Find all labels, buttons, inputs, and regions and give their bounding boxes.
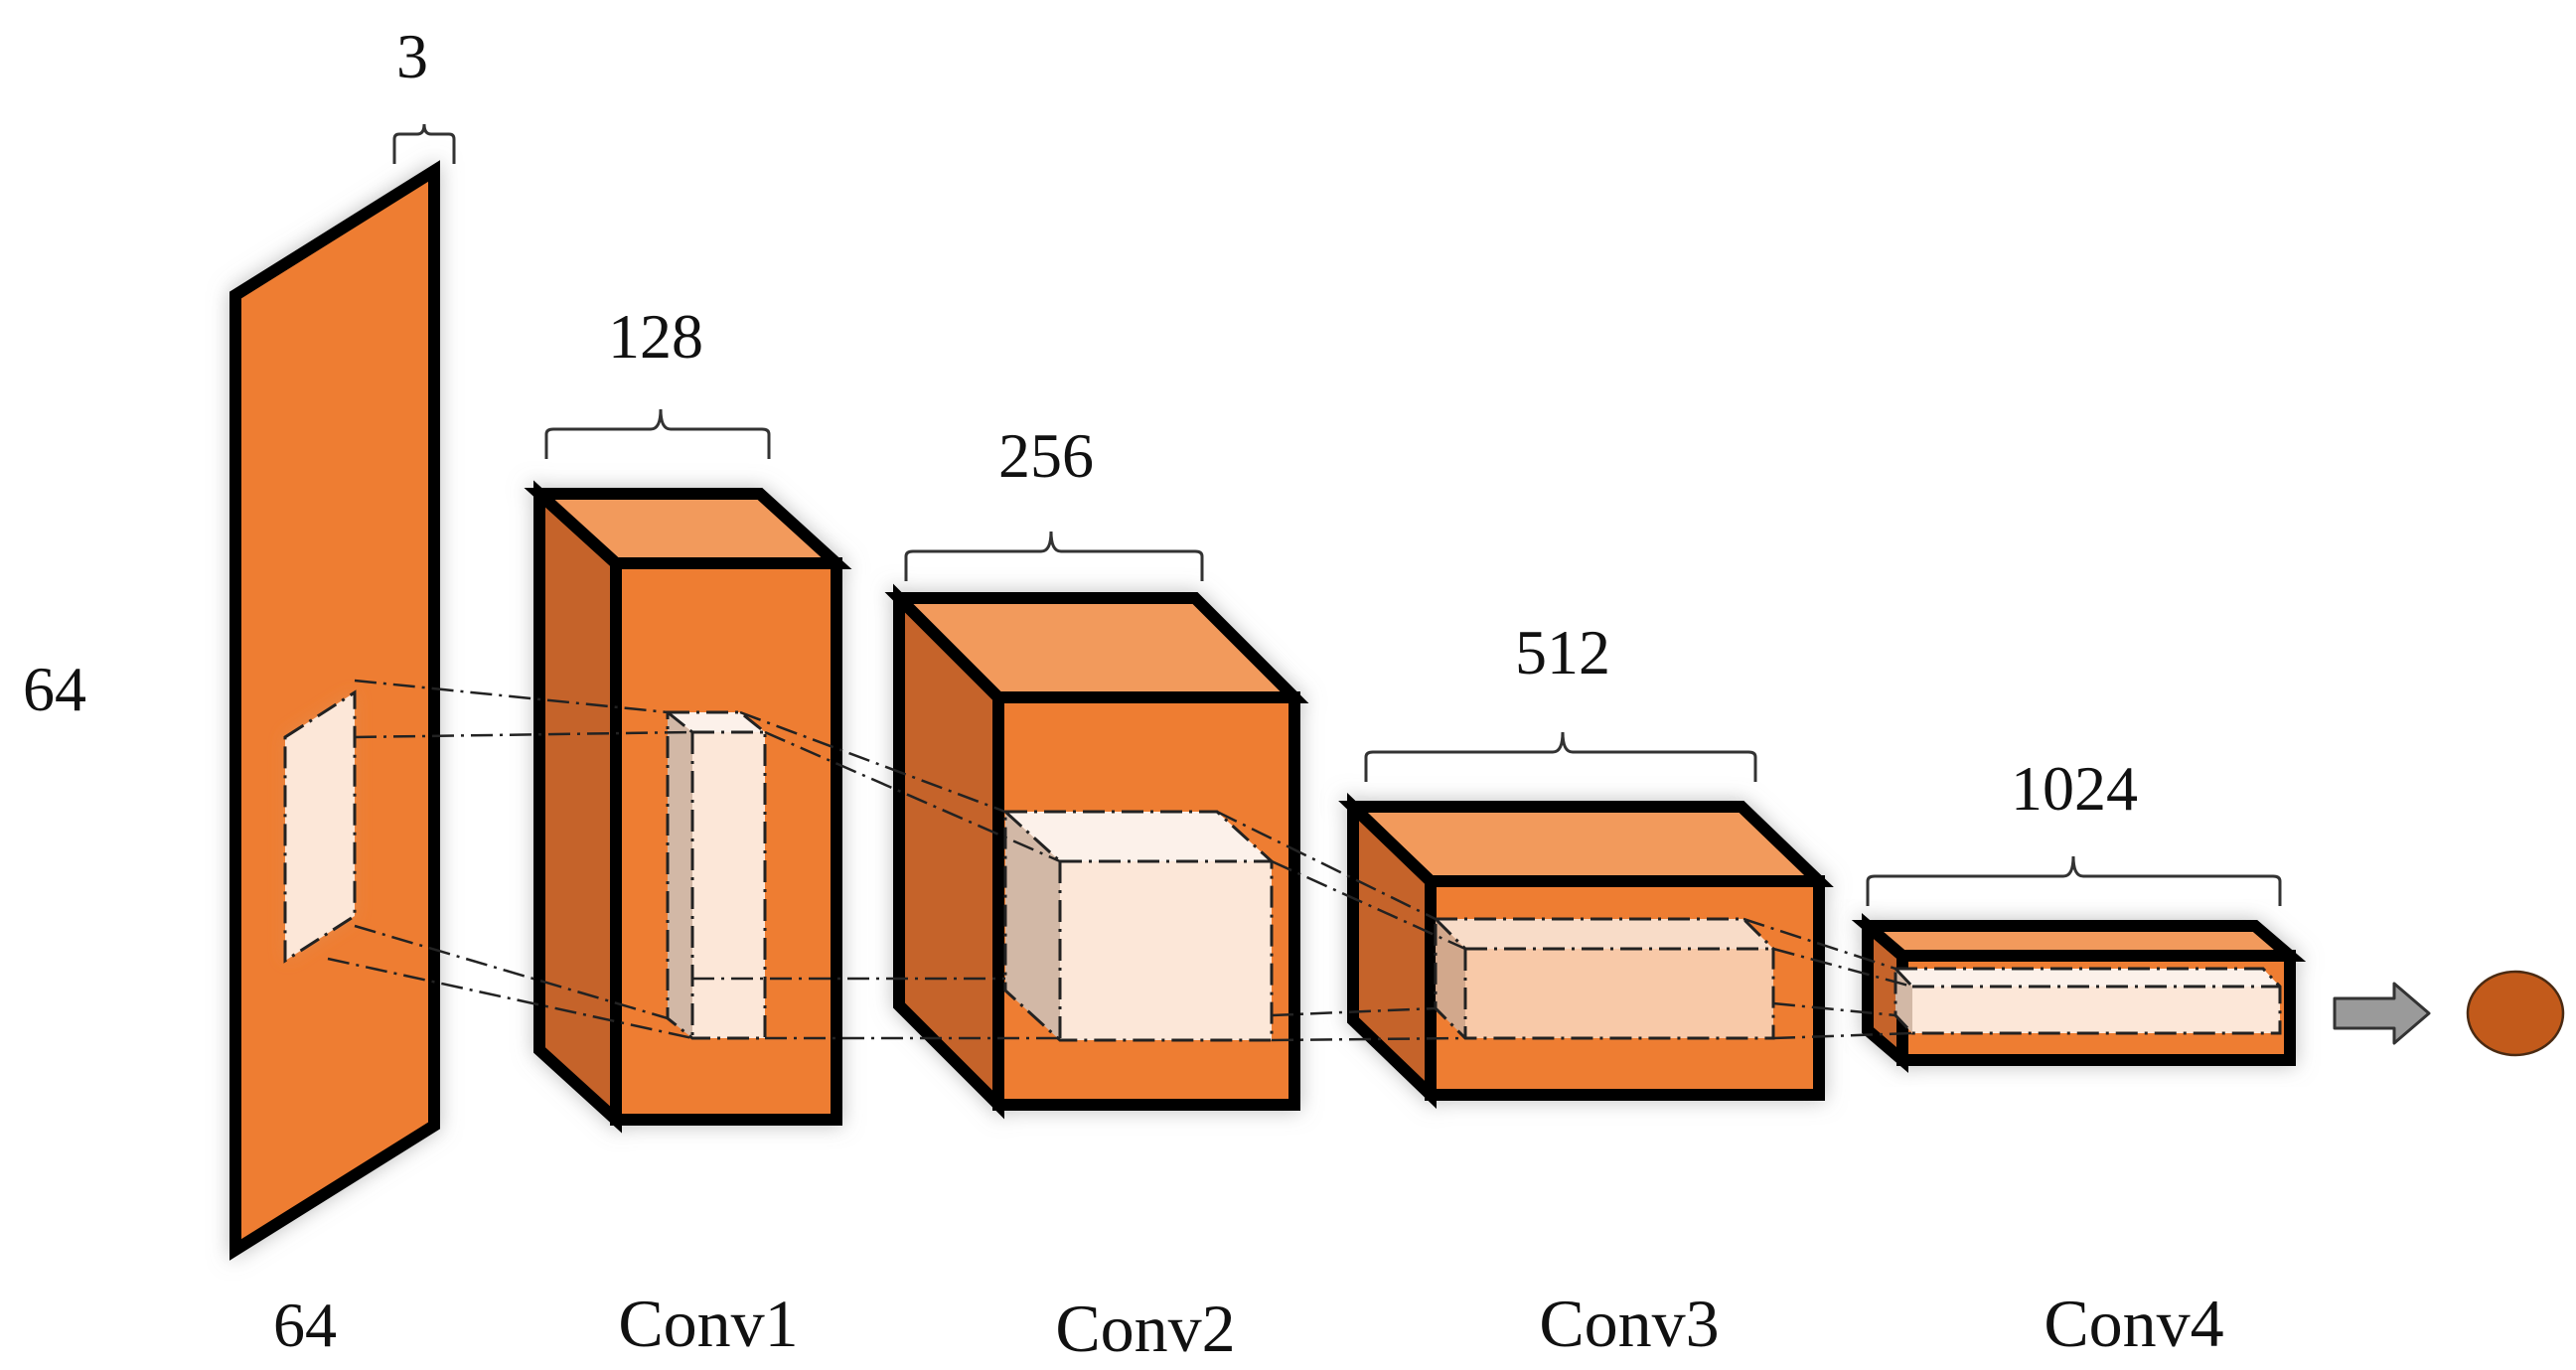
input-height-label: 64 — [23, 654, 86, 724]
conv3-top-face — [1338, 801, 1834, 887]
input-depth-brace — [392, 123, 456, 164]
input-kernel-outline — [283, 689, 357, 964]
conv3-kernel-front — [1465, 949, 1773, 1038]
conv3-kernel — [1434, 917, 1775, 1040]
conv3-channels-label: 512 — [1515, 617, 1610, 687]
conv2-channels-label: 256 — [998, 420, 1094, 491]
conv4-kernel — [1894, 967, 2282, 1035]
connection-line — [1271, 1036, 1466, 1042]
input-receptive-field — [285, 692, 355, 961]
receptive-field-connections — [327, 679, 1913, 1042]
conv1-name-label: Conv1 — [618, 1286, 798, 1361]
input-width-label: 64 — [273, 1290, 337, 1360]
conv2-brace — [904, 531, 1204, 581]
connection-line — [1772, 1001, 1896, 1017]
connection-line — [1772, 1031, 1913, 1040]
conv1-side-face — [533, 480, 622, 1134]
conv2-name-label: Conv2 — [1055, 1291, 1235, 1366]
connection-line — [354, 924, 669, 1020]
conv2-kernel-front — [1060, 861, 1272, 1040]
conv2-kernel-top — [1005, 812, 1272, 861]
conv3-name-label: Conv3 — [1539, 1286, 1719, 1361]
connection-line — [1743, 917, 1896, 971]
conv4-name-label: Conv4 — [2044, 1286, 2223, 1361]
conv4-kernel-top — [1895, 969, 2280, 987]
conv1-channels-label: 128 — [608, 301, 703, 372]
connection-line — [354, 730, 693, 739]
conv3-kernel-top — [1436, 919, 1773, 949]
conv1-kernel-front — [692, 732, 765, 1038]
conv2-kernel — [1003, 810, 1274, 1042]
conv1-kernel-side — [668, 712, 692, 1038]
connection-line — [1271, 1006, 1437, 1017]
conv1-kernel — [666, 710, 767, 1040]
conv3-kernel-side — [1436, 919, 1465, 1038]
conv2-kernel-side — [1005, 812, 1060, 1040]
input-depth-label: 3 — [396, 21, 428, 91]
conv4-channels-label: 1024 — [2011, 753, 2138, 824]
connection-line — [354, 679, 669, 714]
conv3-brace — [1364, 731, 1757, 782]
conv4-kernel-side — [1895, 969, 1912, 1033]
output-node — [2466, 970, 2565, 1057]
conv4-brace — [1866, 855, 2282, 906]
input-kernel-patch — [285, 692, 355, 961]
conv1-kernel-top — [668, 712, 765, 732]
output-arrow — [2333, 982, 2431, 1045]
connection-line — [327, 957, 693, 1040]
connection-line — [1772, 947, 1913, 989]
conv1-brace — [544, 408, 771, 459]
connection-line — [739, 710, 1006, 814]
conv4-kernel-front — [1912, 987, 2280, 1033]
connection-line — [1216, 810, 1437, 921]
connection-line — [764, 730, 1061, 863]
